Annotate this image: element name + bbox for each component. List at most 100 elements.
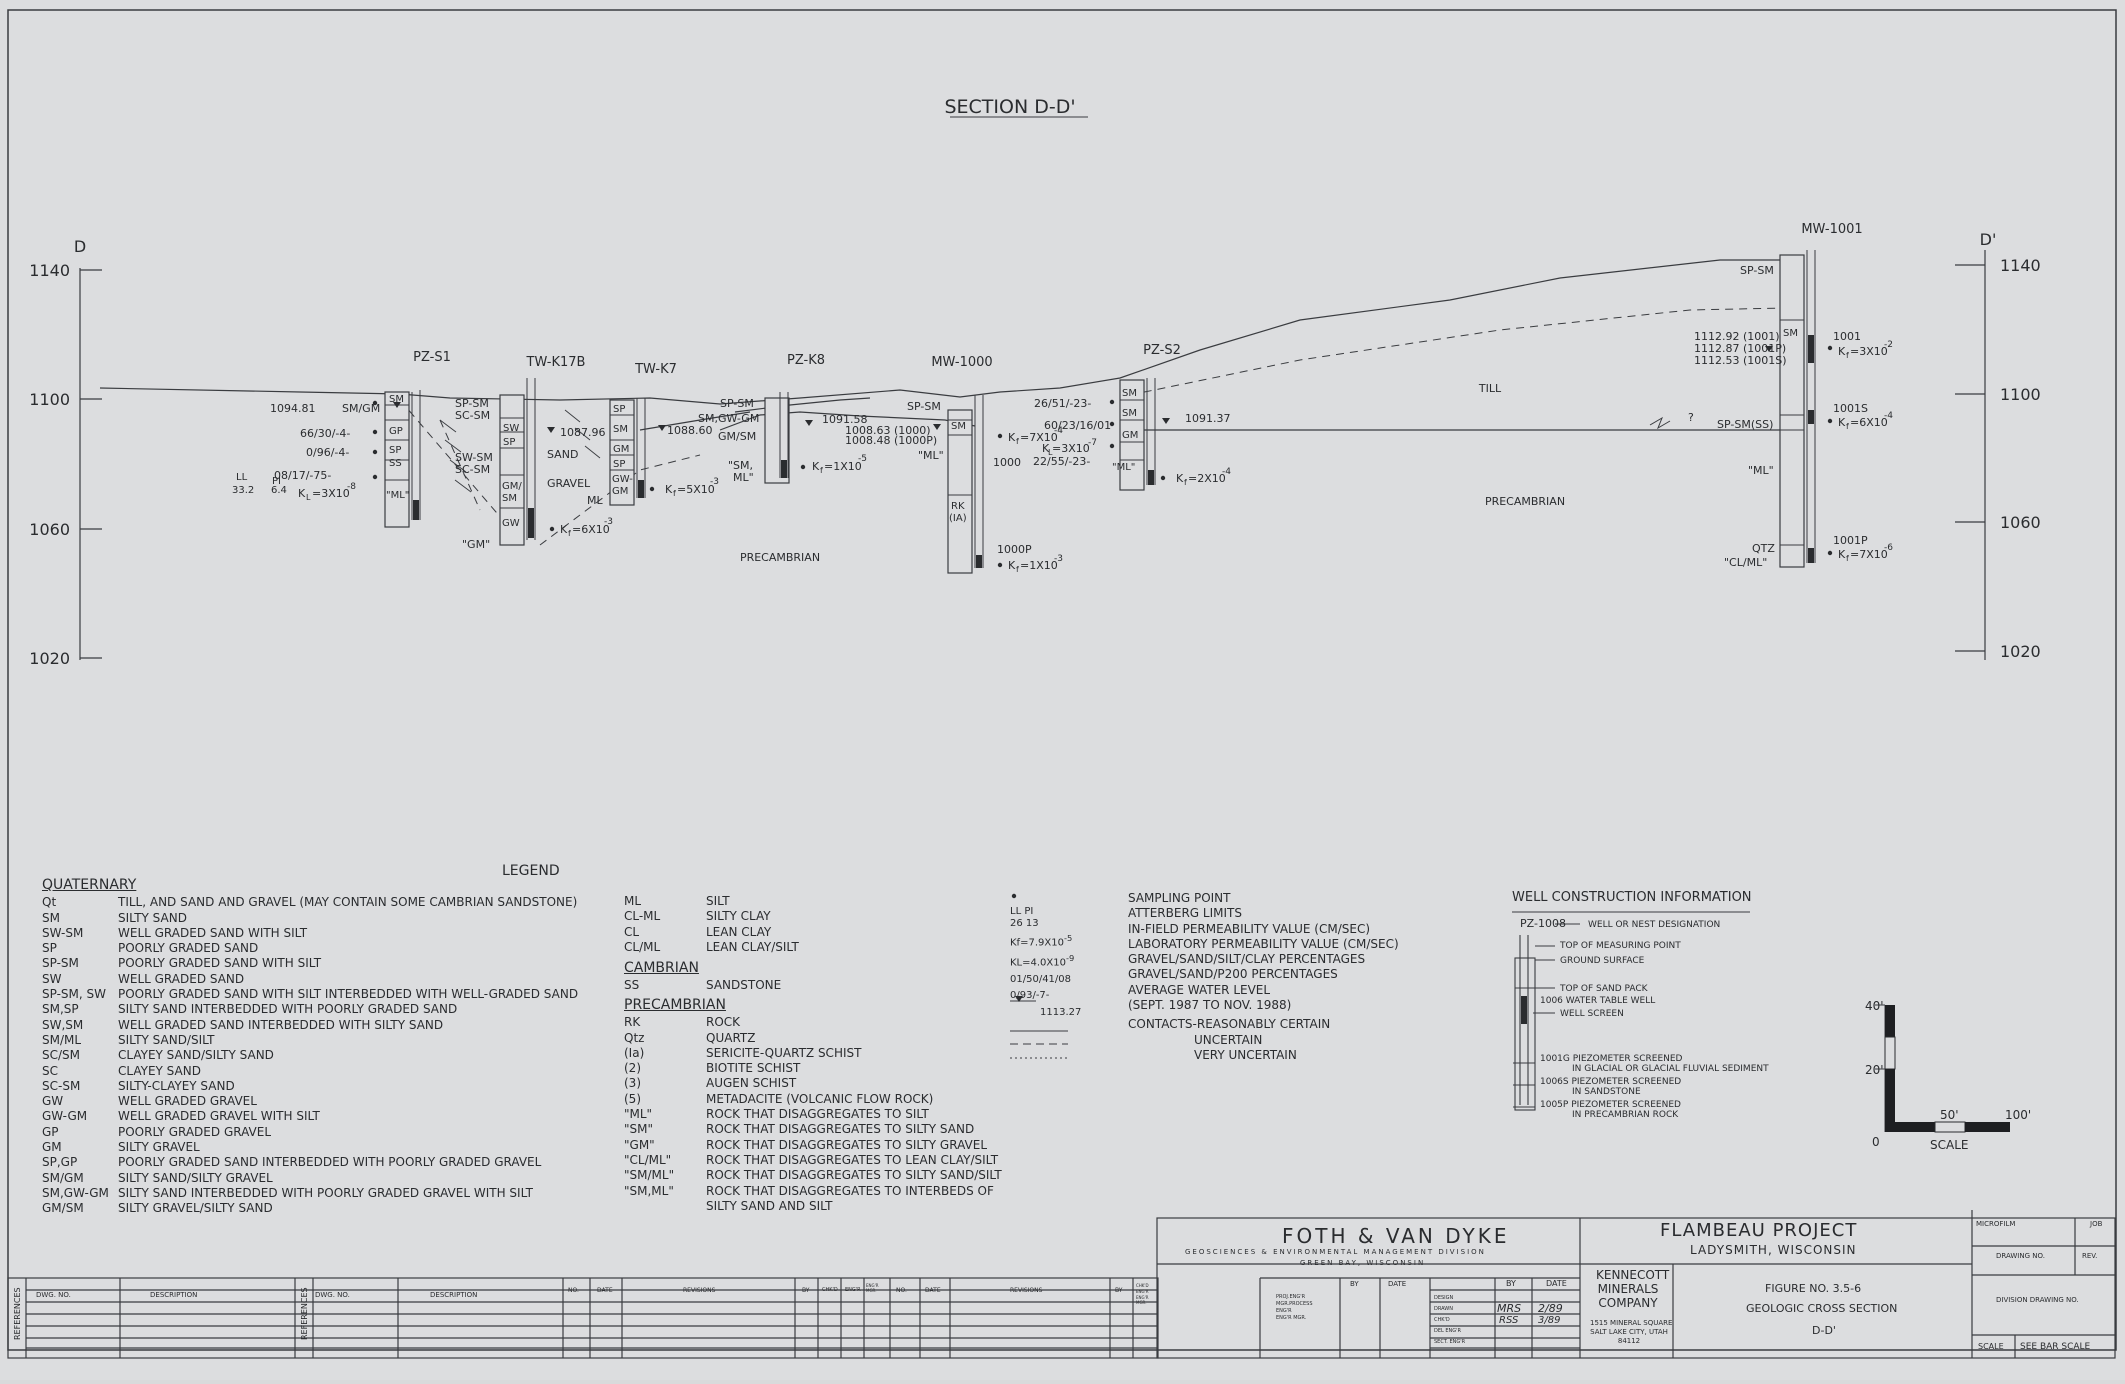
svg-text:K: K (1008, 431, 1016, 444)
svg-text:100': 100' (2005, 1108, 2031, 1122)
legend-sym-ll: LL PI (1010, 906, 1034, 917)
section-title: SECTION D-D' (944, 96, 1075, 118)
well-pz-s2 (1119, 379, 1145, 491)
legend-description: SILT (706, 894, 730, 908)
rev-col-revisions-1: REVISIONS (683, 1287, 716, 1294)
svg-text:K: K (1838, 416, 1846, 429)
svg-text:=3X10: =3X10 (1052, 442, 1090, 455)
svg-text:1088.60: 1088.60 (667, 424, 713, 437)
legend-code: SP-SM (42, 956, 79, 971)
legend-description: SERICITE-QUARTZ SCHIST (706, 1045, 862, 1060)
legend-description: POORLY GRADED GRAVEL (118, 1124, 272, 1139)
legend-symbol-graphics (1010, 1000, 1068, 1059)
svg-text:1091.37: 1091.37 (1185, 412, 1231, 425)
well-name-tw-k7: TW-K7 (634, 362, 677, 377)
checked-date: 3/89 (1538, 1315, 1561, 1326)
svg-text:1001: 1001 (1833, 330, 1861, 343)
svg-text:60/23/16/01: 60/23/16/01 (1044, 419, 1111, 432)
legend-title: LEGEND (502, 863, 560, 879)
ground-surface-line (99, 259, 1785, 405)
legend-row: "GM"ROCK THAT DISAGGREGATES TO SILTY GRA… (624, 1138, 1002, 1153)
rev-col-by-2: BY (1115, 1287, 1123, 1294)
sample-points (372, 345, 1833, 568)
well-screens (413, 335, 1814, 568)
legend-description: ROCK THAT DISAGGREGATES TO SILTY GRAVEL (706, 1137, 987, 1152)
legend-description: CLAYEY SAND/SILTY SAND (118, 1048, 274, 1063)
left-elevation-axis (79, 268, 102, 660)
rev-col-engr-2: ENG'R (1136, 1289, 1149, 1294)
well-name-tw-k17b: TW-K17B (526, 355, 586, 370)
date-label-2: DATE (1546, 1279, 1567, 1288)
svg-text:=5X10: =5X10 (677, 483, 715, 496)
legend-code: "SM/ML" (624, 1168, 675, 1183)
svg-text:SM: SM (613, 424, 628, 435)
svg-text:"ML": "ML" (386, 490, 409, 501)
legend-code: SW,SM (42, 1017, 84, 1032)
title-block-frame (7, 1210, 2116, 1359)
svg-text:-4: -4 (1222, 467, 1231, 477)
svg-text:SM: SM (1783, 328, 1798, 339)
legend-code: SP,GP (42, 1155, 78, 1170)
wc-label-0: WELL OR NEST DESIGNATION (1588, 920, 1721, 930)
svg-text:SC-SM: SC-SM (455, 409, 490, 422)
well-construction-screen (1521, 996, 1527, 1024)
svg-text:GM/SM: GM/SM (718, 430, 756, 443)
legend-description: QUARTZ (706, 1030, 756, 1045)
well-construction-designation: PZ-1008 (1520, 917, 1566, 930)
svg-text:K: K (1008, 559, 1016, 572)
rev-col-no-1: NO. (568, 1287, 579, 1294)
references-label-2: REFERENCES (300, 1287, 309, 1340)
elev-left-1140: 1140 (29, 261, 70, 280)
well-casings (411, 250, 1816, 568)
legend-code: SM,GW-GM (42, 1185, 109, 1200)
svg-text:26/51/-23-: 26/51/-23- (1034, 397, 1091, 410)
legend-description: SILTY SAND INTERBEDDED WITH POORLY GRADE… (118, 1002, 458, 1017)
svg-text:66/30/-4-: 66/30/-4- (300, 427, 350, 440)
svg-text:SM,GW-GM: SM,GW-GM (698, 412, 759, 425)
elev-right-1060: 1060 (2000, 513, 2041, 532)
legend-code: SW (42, 971, 62, 986)
svg-text:-7: -7 (1088, 438, 1097, 448)
svg-text:L: L (1048, 448, 1053, 457)
job-label: JOB (2090, 1220, 2103, 1228)
legend-sym-kf-exp: -5 (1063, 933, 1073, 943)
svg-text:=6X10: =6X10 (1850, 416, 1888, 429)
microfilm-label: MICROFILM (1976, 1220, 2016, 1228)
well-name-pz-k8: PZ-K8 (787, 353, 825, 368)
svg-text:f: f (1846, 554, 1849, 563)
references-label-1: REFERENCES (13, 1287, 22, 1340)
legend-sym-gssc: 01/50/41/08 (1010, 973, 1072, 985)
legend-row: "SM,ML"ROCK THAT DISAGGREGATES TO INTERB… (624, 1184, 1002, 1199)
svg-text:1001P: 1001P (1833, 534, 1868, 547)
legend-description: CLAYEY SAND (118, 1063, 201, 1078)
svg-text:SP-SM: SP-SM (1740, 264, 1774, 277)
legend-symbol-description: LABORATORY PERMEABILITY VALUE (CM/SEC) (1128, 936, 1399, 951)
well-pz-s1 (384, 391, 410, 528)
svg-text:f: f (1846, 351, 1849, 360)
svg-text:=7X10: =7X10 (1850, 548, 1888, 561)
svg-text:?: ? (1688, 411, 1694, 424)
legend-description: SILTY-CLAYEY SAND (118, 1078, 235, 1093)
legend-row: (5)METADACITE (VOLCANIC FLOW ROCK) (624, 1092, 1002, 1107)
svg-text:K: K (1176, 472, 1184, 485)
legend-description: POORLY GRADED SAND WITH SILT INTERBEDDED… (118, 987, 579, 1002)
legend-description: WELL GRADED GRAVEL WITH SILT (118, 1109, 320, 1124)
svg-text:SW: SW (503, 423, 519, 434)
svg-text:"SM,: "SM, (728, 459, 753, 472)
svg-text:-3: -3 (604, 517, 613, 527)
date-label-1: DATE (1388, 1280, 1407, 1288)
svg-text:1087.96: 1087.96 (560, 426, 606, 439)
well-name-pz-s1: PZ-S1 (413, 350, 451, 365)
annotations-tw-k7: 1088.60 SP SM GM SP GW- GM K f =5X10 -3 (612, 404, 719, 498)
legend-description: ROCK (706, 1015, 741, 1030)
